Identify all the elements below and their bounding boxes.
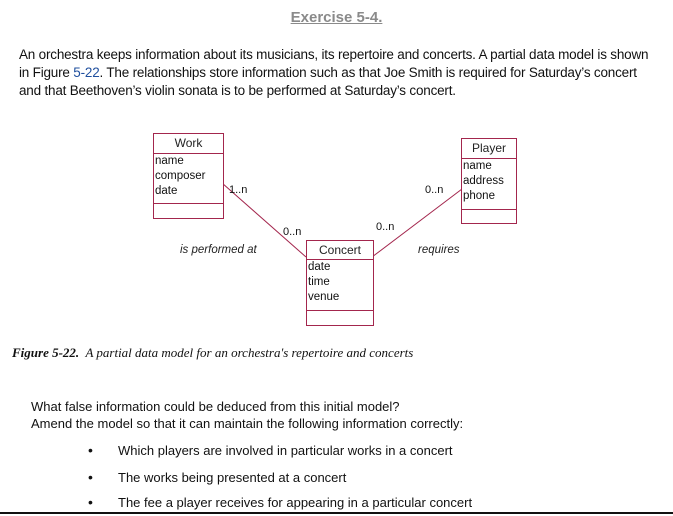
bullet-item-3: The fee a player receives for appearing …	[118, 495, 473, 510]
question-1: What false information could be deduced …	[31, 399, 400, 414]
figure-reference-link[interactable]: 5-22	[73, 65, 100, 80]
entity-work: Work name composer date	[153, 133, 224, 219]
concert-attr-venue: venue	[308, 291, 340, 303]
bottom-divider	[0, 512, 673, 514]
relationship-label-requires: requires	[418, 244, 460, 256]
question-2: Amend the model so that it can maintain …	[31, 416, 464, 431]
bullet-dot: •	[88, 494, 93, 510]
relationship-label-performed: is performed at	[180, 244, 257, 256]
intro-paragraph: An orchestra keeps information about its…	[19, 46, 659, 100]
bullet-item-1: Which players are involved in particular…	[118, 443, 453, 458]
entity-work-attributes: name composer date	[154, 154, 223, 204]
entity-concert-name: Concert	[307, 241, 373, 260]
bullet-item-2: The works being presented at a concert	[118, 470, 347, 485]
entity-player-name: Player	[462, 139, 516, 159]
entity-player-attributes: name address phone	[462, 159, 516, 210]
player-attr-address: address	[463, 175, 504, 187]
entity-work-name: Work	[154, 134, 223, 154]
entity-concert: Concert date time venue	[306, 240, 374, 326]
concert-attr-time: time	[308, 276, 330, 288]
player-attr-name: name	[463, 160, 492, 172]
work-attr-date: date	[155, 185, 178, 197]
line-work-concert	[221, 182, 307, 258]
figure-caption: Figure 5-22. A partial data model for an…	[12, 345, 413, 361]
multiplicity-work-side: 1..n	[229, 184, 248, 196]
multiplicity-concert-right: 0..n	[376, 221, 395, 233]
entity-player: Player name address phone	[461, 138, 517, 224]
multiplicity-player-side: 0..n	[425, 184, 444, 196]
entity-concert-attributes: date time venue	[307, 260, 373, 311]
bullet-dot: •	[88, 442, 93, 458]
player-attr-phone: phone	[463, 190, 495, 202]
figure-caption-label: Figure 5-22.	[12, 345, 80, 360]
work-attr-composer: composer	[155, 170, 206, 182]
figure-caption-text: A partial data model for an orchestra's …	[85, 345, 414, 360]
exercise-title: Exercise 5-4.	[290, 9, 383, 26]
line-player-concert	[371, 188, 463, 258]
multiplicity-concert-left: 0..n	[283, 226, 302, 238]
concert-attr-date: date	[308, 261, 331, 273]
intro-text-start: An orchestra keeps information about its…	[19, 47, 649, 80]
bullet-dot: •	[88, 469, 93, 485]
intro-text-end: . The relationships store information su…	[19, 65, 637, 98]
work-attr-name: name	[155, 155, 184, 167]
